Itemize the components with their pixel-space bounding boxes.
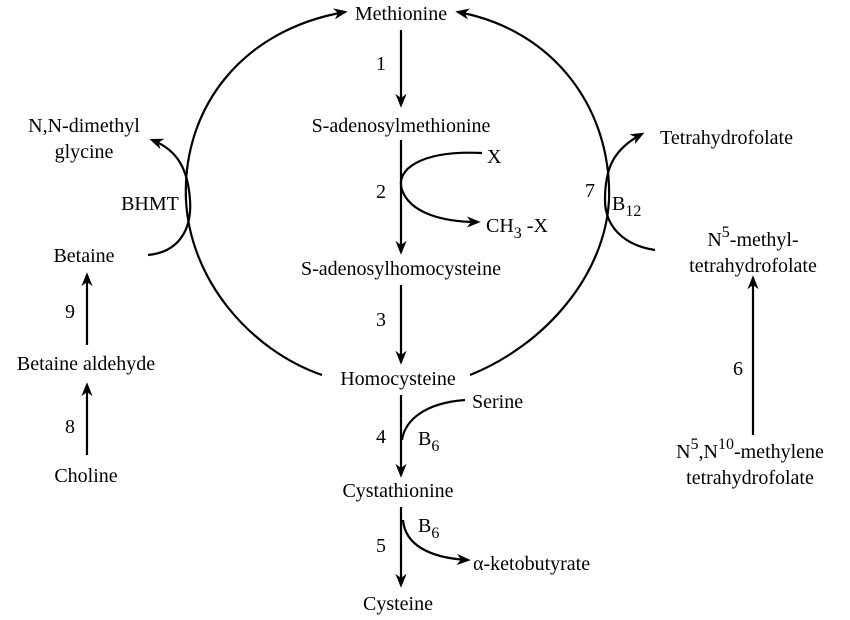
step-4: 4 — [376, 426, 386, 448]
bhmt-curve — [147, 138, 192, 257]
node-thf: Tetrahydrofolate — [660, 127, 793, 149]
node-choline: Choline — [54, 465, 117, 487]
node-ketobutyrate: α-ketobutyrate — [473, 553, 590, 575]
node-dmg-line2: glycine — [55, 141, 114, 163]
cofactor-b12: B12 — [612, 193, 641, 220]
node-serine: Serine — [472, 391, 523, 413]
node-betaine-aldehyde: Betaine aldehyde — [17, 353, 155, 375]
cofactor-b6-step5: B6 — [418, 515, 439, 542]
step-5: 5 — [376, 535, 386, 557]
serine-curve — [400, 398, 466, 441]
cycle-arc-left — [184, 8, 348, 377]
node-methylene-line2: tetrahydrofolate — [686, 467, 814, 489]
node-mthf-line1: N5-methyl- — [707, 224, 798, 251]
b12-curve — [603, 132, 656, 252]
node-betaine: Betaine — [53, 245, 114, 267]
step-7: 7 — [585, 180, 595, 202]
ketobutyrate-curve — [401, 519, 471, 566]
step-2: 2 — [376, 181, 386, 203]
node-cystathionine: Cystathionine — [342, 480, 453, 502]
step-6: 6 — [733, 358, 743, 380]
node-methylene-line1: N5,N10-methylene — [676, 436, 824, 463]
cycle-arc-right — [455, 8, 611, 377]
node-dmg-line1: N,N-dimethyl — [28, 115, 140, 137]
node-sah: S-adenosylhomocysteine — [301, 258, 501, 280]
node-cysteine: Cysteine — [363, 593, 433, 615]
step-1: 1 — [376, 53, 386, 75]
node-homocysteine: Homocysteine — [340, 368, 456, 390]
step-8: 8 — [65, 416, 75, 438]
enzyme-bhmt: BHMT — [121, 193, 179, 215]
node-methionine: Methionine — [355, 3, 447, 25]
node-ch3-x: CH3 -X — [486, 215, 548, 242]
node-x: X — [487, 146, 502, 168]
step-9: 9 — [65, 301, 75, 323]
methyl-transfer-curve — [399, 151, 483, 228]
node-mthf-line2: tetrahydrofolate — [689, 255, 817, 277]
step-3: 3 — [376, 309, 386, 331]
cofactor-b6-step4: B6 — [418, 428, 439, 455]
node-sam: S-adenosylmethionine — [312, 115, 491, 137]
